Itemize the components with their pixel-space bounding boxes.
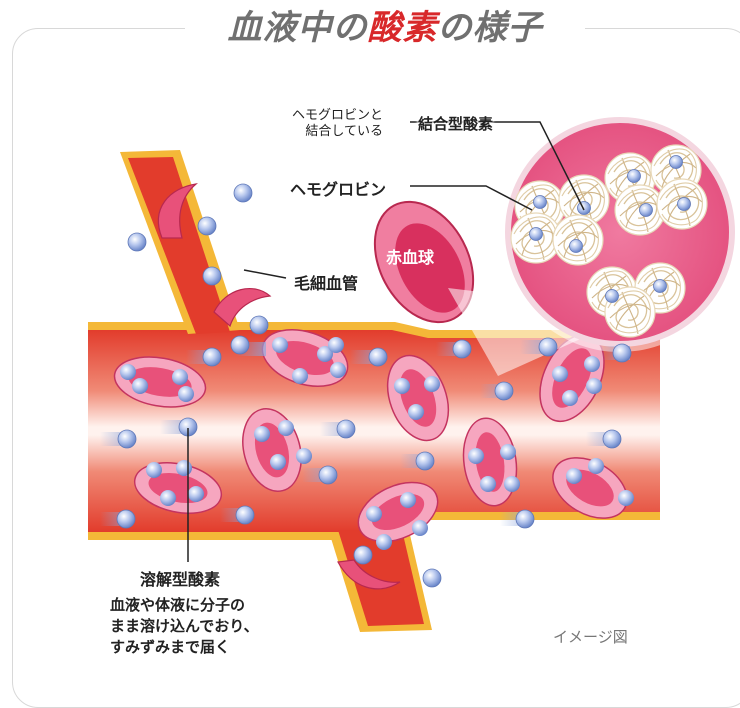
title-prefix: 血液中の [227, 8, 368, 48]
label-bound-oxygen: 結合型酸素 [418, 115, 494, 133]
dissolved-desc-line2: まま溶け込んでおり、 [110, 617, 259, 635]
image-note: イメージ図 [553, 628, 628, 646]
rbc-bound-oxygen [120, 337, 634, 550]
leader-line-capillary [243, 269, 287, 279]
rbc [539, 333, 605, 423]
label-bound-desc: ヘモグロビンと 結合している [292, 108, 383, 140]
label-capillary: 毛細血管 [294, 274, 359, 293]
rbc [462, 417, 518, 507]
rbc-curved [337, 559, 401, 590]
dissolved-desc-line3: すみずみまで届く [110, 638, 231, 656]
label-hemoglobin: ヘモグロビン [290, 180, 387, 199]
label-bound-line2: 結合している [305, 124, 384, 139]
red-blood-cell-large [373, 200, 475, 324]
label-red-blood-cell: 赤血球 [386, 248, 435, 267]
dissolved-oxygen-molecule [100, 183, 632, 588]
capillary-vessel [128, 157, 230, 334]
rbc-curved [213, 287, 272, 328]
label-dissolved-oxygen: 溶解型酸素 [140, 570, 221, 589]
title-accent: 酸素 [367, 8, 438, 48]
dissolved-description: 血液や体液に分子の まま溶け込んでおり、 すみずみまで届く [110, 595, 259, 658]
leader-line-hemoglobin [410, 185, 533, 211]
leader-line-bound-oxygen [410, 121, 585, 211]
label-bound-line1: ヘモグロビンと [292, 108, 384, 123]
diagram-title: 血液中の酸素の様子 [228, 8, 543, 48]
rbc-curved [157, 183, 198, 239]
title-suffix: の様子 [437, 8, 543, 48]
dissolved-desc-line1: 血液や体液に分子の [110, 596, 246, 614]
title-band: 血液中の酸素の様子 [185, 4, 585, 52]
